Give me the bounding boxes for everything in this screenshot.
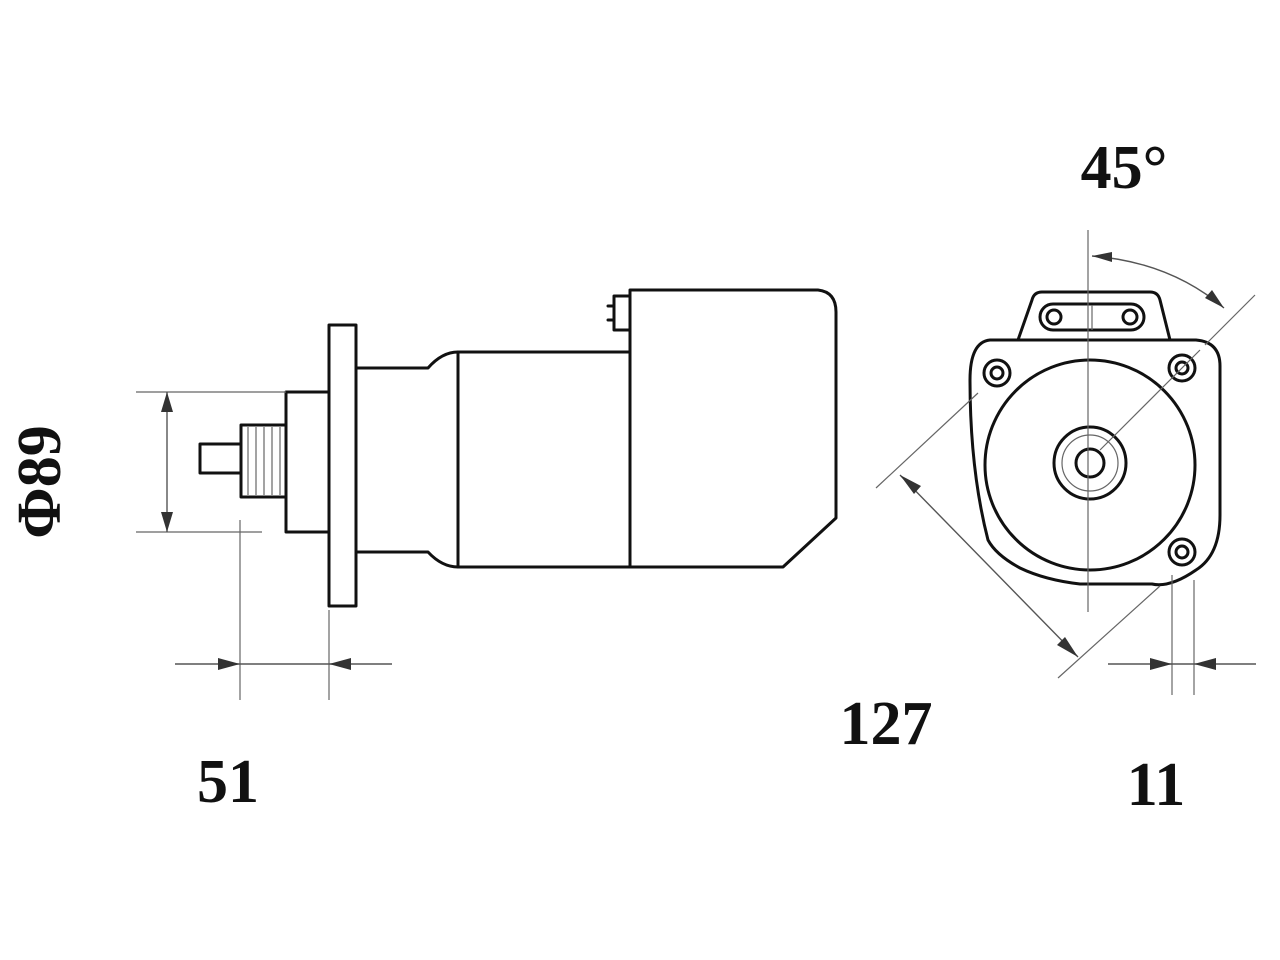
mounting-flange — [327, 323, 358, 608]
side-view — [136, 288, 838, 700]
solenoid — [628, 288, 838, 569]
terminal-stud — [612, 294, 632, 332]
end-flange — [968, 338, 1222, 587]
offset-label: 11 — [1127, 751, 1186, 819]
angle-arc — [1091, 255, 1225, 309]
bolt-hole — [982, 358, 1012, 388]
terminal-tab — [1016, 290, 1172, 342]
flange-diagonal-label: 127 — [840, 690, 933, 758]
angle-label: 45° — [1081, 134, 1168, 202]
drive-housing — [354, 350, 460, 569]
bolt-hole — [1167, 353, 1197, 383]
motor-body — [456, 350, 632, 569]
housing-circle — [983, 358, 1197, 572]
bolt-hole — [1167, 537, 1197, 567]
pinion-length-label: 51 — [197, 748, 259, 816]
diameter-label: Φ89 — [6, 425, 74, 538]
end-pinion — [1052, 425, 1128, 501]
nose-pilot — [284, 390, 331, 534]
end-view — [875, 230, 1256, 695]
shaft — [198, 442, 243, 475]
